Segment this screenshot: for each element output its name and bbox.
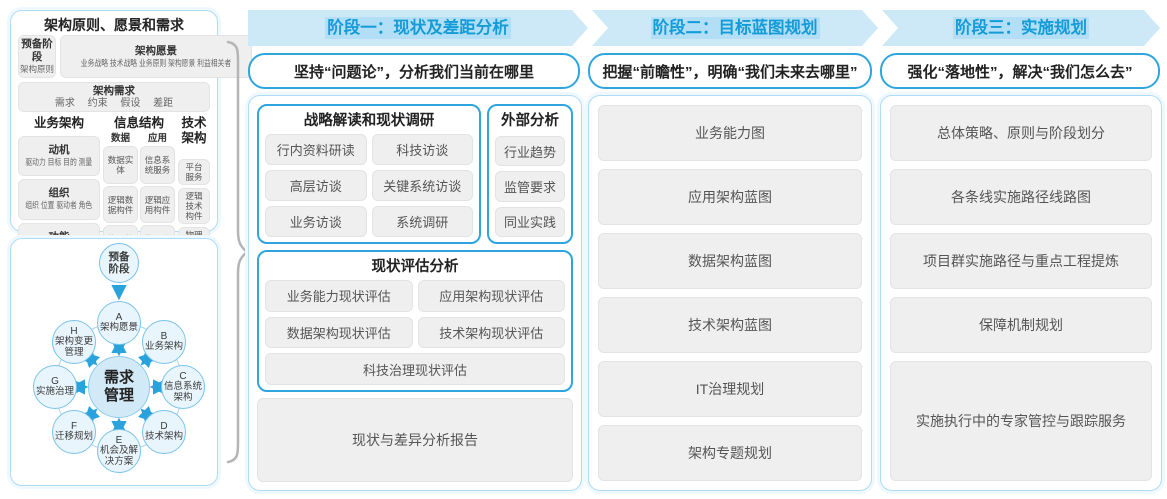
assessment-item: 科技治理现状评估 [265, 353, 565, 385]
phase1-content-panel: 战略解读和现状调研 行内资料研读 科技访谈 高层访谈 关键系统访谈 业务访谈 系… [248, 95, 582, 491]
vision-title: 架构愿景 [134, 44, 177, 57]
principles-row-top: 预备阶段 架构原则 架构愿景 业务战略 技术战略 业务原则 架构愿景 利益相关者 [18, 35, 252, 78]
assessment-item: 技术架构现状评估 [417, 316, 565, 349]
application-title: 应用 [147, 133, 167, 144]
business-motivation-box: 动机 驱动力 目标 目的 测量 [18, 136, 100, 177]
business-arch-title: 业务架构 [33, 116, 84, 130]
logical-tech-box: 逻辑技术构件 [178, 188, 210, 224]
strategy-item: 业务访谈 [265, 206, 367, 237]
requirements-sub: 需求 约束 假设 差距 [54, 98, 174, 109]
principles-title: 架构原则、愿景和需求 [44, 17, 184, 33]
assessment-title: 现状评估分析 [371, 259, 459, 275]
phase2-item: 业务能力图 [598, 105, 862, 161]
strategy-item: 高层访谈 [265, 170, 367, 201]
prep-phase-title: 预备阶段 [21, 38, 53, 63]
phase2-item: 数据架构蓝图 [598, 233, 862, 289]
info-system-service-box: 信息系统服务 [140, 146, 175, 184]
requirements-box: 架构需求 需求 约束 假设 差距 [18, 82, 210, 112]
organization-sub: 组织 位置 驱动者 角色 [25, 200, 93, 211]
platform-service-box: 平台服务 [178, 159, 210, 185]
external-item: 行业趋势 [495, 136, 565, 167]
data-title: 数据 [110, 133, 130, 144]
motivation-title: 动机 [48, 144, 70, 157]
motivation-sub: 驱动力 目标 目的 测量 [25, 157, 93, 168]
phase1-header: 阶段一：现状及差距分析 [327, 19, 509, 37]
phase2-item: IT治理规划 [598, 361, 862, 417]
external-analysis-title: 外部分析 [501, 113, 559, 129]
strategy-research-title: 战略解读和现状调研 [303, 113, 435, 129]
phase2-header-band: 阶段二：目标蓝图规划 [592, 10, 878, 46]
phase3-item: 总体策略、原则与阶段划分 [890, 105, 1152, 161]
assessment-box: 现状评估分析 业务能力现状评估 应用架构现状评估 数据架构现状评估 技术架构现状… [257, 250, 573, 392]
data-entity-box: 数据实体 [103, 146, 138, 184]
phase2-header: 阶段二：目标蓝图规划 [652, 19, 818, 37]
assessment-item: 数据架构现状评估 [265, 316, 413, 349]
phase3-content-panel: 总体策略、原则与阶段划分 各条线实施路径线路图 项目群实施路径与重点工程提炼 保… [880, 95, 1162, 491]
vision-box: 架构愿景 业务战略 技术战略 业务原则 架构愿景 利益相关者 [60, 35, 252, 78]
strategy-item: 行内资料研读 [265, 134, 367, 165]
logical-app-box: 逻辑应用构件 [140, 185, 175, 224]
gap-report-box: 现状与差异分析报告 [257, 398, 573, 482]
business-organization-box: 组织 组织 位置 驱动者 角色 [18, 179, 100, 220]
brace [226, 40, 249, 464]
phase3-subtitle: 强化“落地性”，解决“我们怎么去” [880, 53, 1160, 89]
strategy-research-box: 战略解读和现状调研 行内资料研读 科技访谈 高层访谈 关键系统访谈 业务访谈 系… [257, 104, 481, 244]
prep-phase-box: 预备阶段 架构原则 [18, 35, 57, 78]
phase3-item: 各条线实施路径线路图 [890, 169, 1152, 225]
assessment-item: 应用架构现状评估 [417, 280, 565, 312]
phase2-item: 技术架构蓝图 [598, 297, 862, 353]
external-analysis-box: 外部分析 行业趋势 监管要求 同业实践 [487, 104, 573, 244]
strategy-item: 系统调研 [371, 206, 473, 237]
strategy-item: 科技访谈 [371, 134, 473, 165]
external-item: 同业实践 [495, 206, 565, 237]
adm-center-circle: 需求管理 [88, 356, 150, 418]
phase2-content-panel: 业务能力图 应用架构蓝图 数据架构蓝图 技术架构蓝图 IT治理规划 架构专题规划 [588, 95, 872, 491]
phase2-item: 应用架构蓝图 [598, 169, 862, 225]
phase3-header: 阶段三：实施规划 [955, 19, 1087, 37]
requirements-title: 架构需求 [93, 85, 135, 97]
phase3-item: 保障机制规划 [890, 297, 1152, 353]
information-structure-title: 信息结构 [113, 116, 164, 130]
vision-sub: 业务战略 技术战略 业务原则 架构愿景 利益相关者 [80, 57, 232, 68]
technology-arch-title: 技术架构 [181, 116, 207, 145]
logical-data-box: 逻辑数据构件 [103, 185, 138, 224]
assessment-item: 业务能力现状评估 [265, 280, 413, 312]
adm-center-label: 需求管理 [103, 369, 134, 404]
organization-title: 组织 [48, 187, 70, 200]
phase1-subtitle: 坚持“问题论”，分析我们当前在哪里 [248, 53, 580, 89]
strategy-item: 关键系统访谈 [371, 170, 473, 201]
principles-panel: 架构原则、愿景和需求 预备阶段 架构原则 架构愿景 业务战略 技术战略 业务原则… [10, 10, 252, 307]
phase2-subtitle: 把握“前瞻性”，明确“我们未来去哪里” [588, 53, 872, 89]
phase3-header-band: 阶段三：实施规划 [882, 10, 1160, 46]
adm-prep-label: 预备阶段 [108, 251, 130, 275]
prep-phase-sub: 架构原则 [20, 64, 55, 74]
phase3-item: 项目群实施路径与重点工程提炼 [890, 233, 1152, 289]
phase1-header-band: 阶段一：现状及差距分析 [248, 10, 588, 46]
phase2-item: 架构专题规划 [598, 425, 862, 481]
external-item: 监管要求 [495, 171, 565, 202]
phase3-item: 实施执行中的专家管控与跟踪服务 [890, 361, 1152, 481]
adm-prep-circle: 预备阶段 [99, 243, 139, 283]
